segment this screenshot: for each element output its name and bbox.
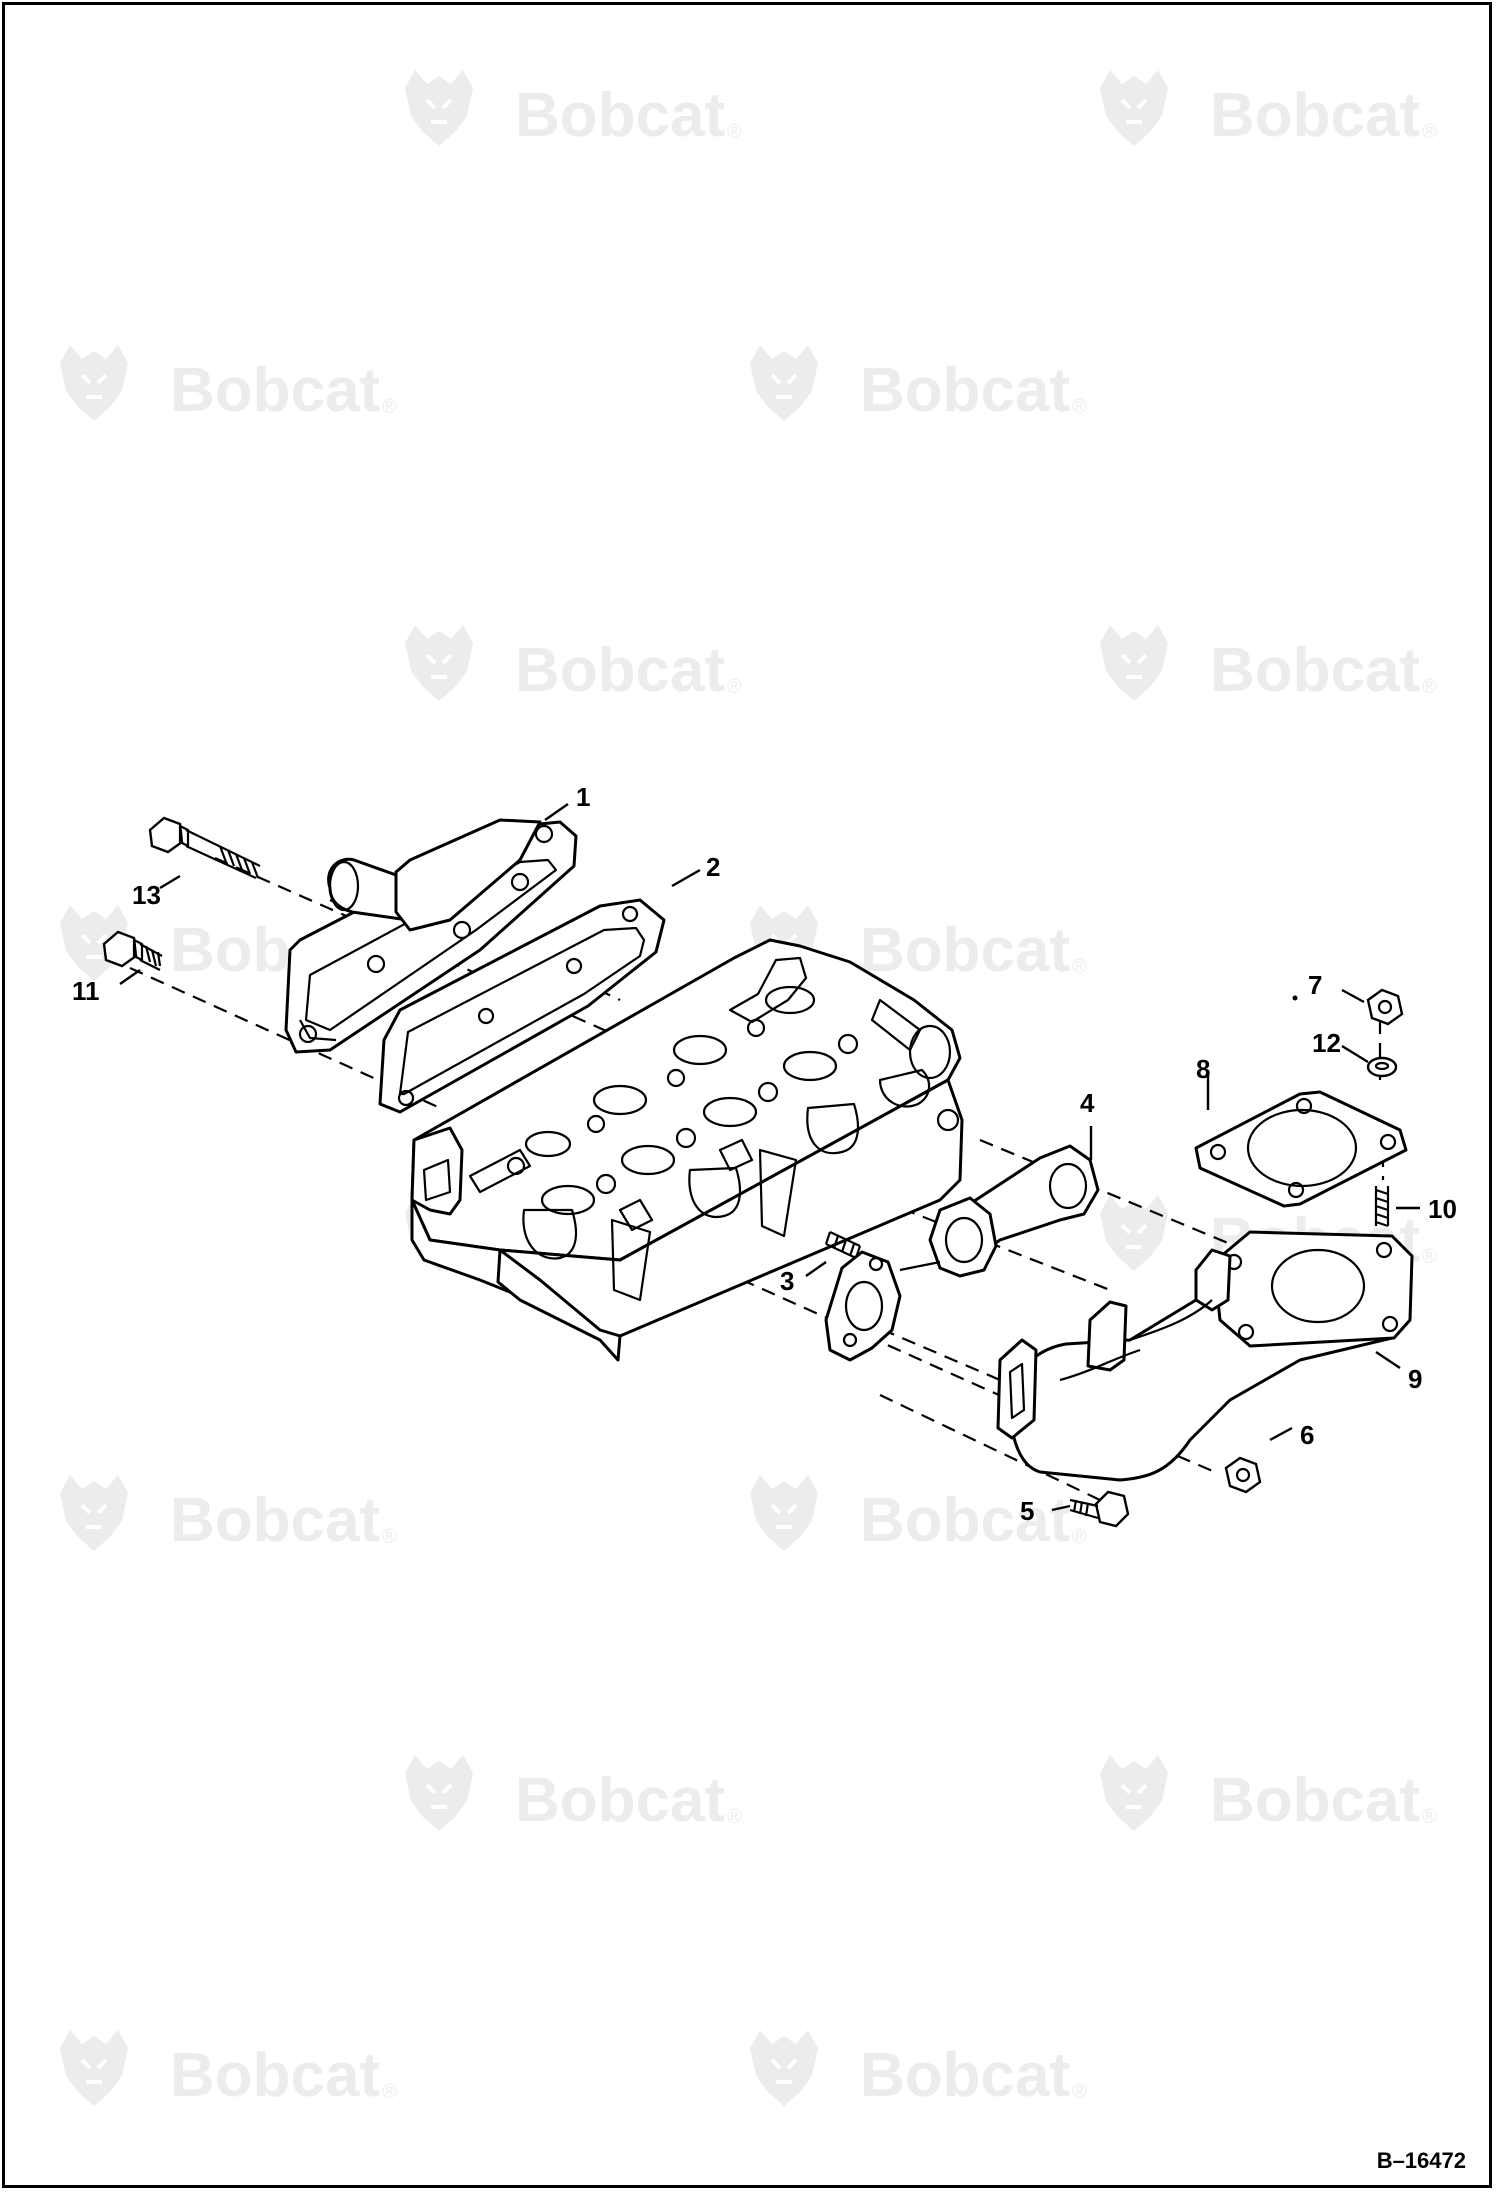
- callout-11: 11: [72, 976, 100, 1006]
- callout-12: 12: [1312, 1028, 1341, 1058]
- watermark-registered-mark: ®: [727, 1806, 742, 1828]
- watermark-registered-mark: ®: [1072, 2081, 1087, 2103]
- bobcat-head-logo-icon: [748, 343, 820, 423]
- watermark-registered-mark: ®: [1422, 121, 1437, 143]
- watermark-registered-mark: ®: [1422, 1806, 1437, 1828]
- callout-leaders: [119, 803, 1420, 1512]
- bobcat-head-logo-icon: [58, 2028, 130, 2108]
- bobcat-watermark: Bobcat®: [58, 1473, 397, 1555]
- watermark-registered-mark: ®: [1072, 396, 1087, 418]
- bobcat-head-logo-icon: [748, 2028, 820, 2108]
- watermark-registered-mark: ®: [727, 676, 742, 698]
- bobcat-watermark: Bobcat®: [748, 2028, 1087, 2110]
- bobcat-watermark: Bobcat®: [1098, 623, 1437, 705]
- watermark-registered-mark: ®: [382, 1526, 397, 1548]
- bobcat-watermark: Bobcat®: [1098, 68, 1437, 150]
- callout-2: 2: [706, 852, 720, 882]
- callout-1: 1: [576, 782, 590, 812]
- intake-manifold-part-1: [284, 818, 578, 1054]
- bobcat-head-logo-icon: [403, 68, 475, 148]
- bobcat-head-logo-icon: [1098, 68, 1170, 148]
- watermark-brand-text: Bobcat: [1210, 636, 1420, 705]
- watermark-brand-text: Bobcat: [170, 356, 380, 425]
- bolt-5-illustration: [1069, 1490, 1130, 1528]
- callout-6: 6: [1300, 1420, 1314, 1450]
- bobcat-head-logo-icon: [403, 623, 475, 703]
- bobcat-watermark: Bobcat®: [403, 623, 742, 705]
- bobcat-watermark: Bobcat®: [748, 343, 1087, 425]
- watermark-registered-mark: ®: [1072, 1526, 1087, 1548]
- watermark-registered-mark: ®: [727, 121, 742, 143]
- bobcat-head-logo-icon: [748, 1473, 820, 1553]
- bobcat-head-logo-icon: [1098, 623, 1170, 703]
- watermark-brand-text: Bobcat: [1210, 1766, 1420, 1835]
- callout-4: 4: [1080, 1088, 1095, 1118]
- watermark-brand-text: Bobcat: [860, 916, 1070, 985]
- watermark-brand-text: Bobcat: [515, 1766, 725, 1835]
- bobcat-watermark: Bobcat®: [403, 68, 742, 150]
- bobcat-head-logo-icon: [1098, 1753, 1170, 1833]
- watermark-registered-mark: ®: [1422, 676, 1437, 698]
- callout-8: 8: [1196, 1054, 1210, 1084]
- bobcat-head-logo-icon: [403, 1753, 475, 1833]
- bobcat-head-logo-icon: [1098, 1193, 1170, 1273]
- bobcat-watermark: Bobcat®: [748, 1473, 1087, 1555]
- watermark-brand-text: Bobcat: [170, 2041, 380, 2110]
- bobcat-watermark: Bobcat®: [403, 1753, 742, 1835]
- watermark-brand-text: Bobcat: [515, 636, 725, 705]
- nut-6-illustration: [1224, 1456, 1262, 1494]
- watermark-brand-text: Bobcat: [515, 81, 725, 150]
- cylinder-head-illustration: [410, 938, 964, 1362]
- stud-3-illustration: [824, 1231, 862, 1259]
- exhaust-gasket-part-4: [824, 1144, 1100, 1362]
- watermark-brand-text: Bobcat: [860, 1486, 1070, 1555]
- watermark-registered-mark: ®: [1422, 1246, 1437, 1268]
- callout-5: 5: [1020, 1496, 1034, 1526]
- bolt-13-illustration: [148, 816, 261, 880]
- bobcat-watermark: Bobcat®: [58, 2028, 397, 2110]
- bobcat-watermark: Bobcat®: [748, 903, 1087, 985]
- bolt-11-illustration: [102, 930, 163, 971]
- bobcat-watermark: Bobcat®: [58, 343, 397, 425]
- callout-3: 3: [780, 1266, 794, 1296]
- watermark-registered-mark: ®: [382, 396, 397, 418]
- flange-gasket-part-8: [1194, 1090, 1408, 1208]
- watermark-brand-text: Bobcat: [860, 2041, 1070, 2110]
- exhaust-manifold-part-9: [996, 1230, 1414, 1482]
- watermark-registered-mark: ®: [1072, 956, 1087, 978]
- callout-9: 9: [1408, 1364, 1422, 1394]
- bobcat-watermark: Bobcat®: [1098, 1753, 1437, 1835]
- stud-10-illustration: [1374, 1186, 1390, 1228]
- intake-gasket-part-2: [378, 898, 666, 1114]
- callout-10: 10: [1428, 1194, 1457, 1224]
- bobcat-head-logo-icon: [58, 343, 130, 423]
- nut-7-illustration: [1292, 988, 1404, 1026]
- lock-washer-12-illustration: [1366, 1056, 1398, 1078]
- callout-13: 13: [132, 880, 161, 910]
- callout-7: 7: [1308, 970, 1322, 1000]
- watermark-registered-mark: ®: [382, 2081, 397, 2103]
- figure-reference: B–16472: [1377, 2148, 1466, 2173]
- watermark-brand-text: Bobcat: [170, 1486, 380, 1555]
- callout-labels: 1 2 3 4 5 6 7 8 9 10 11 12 13: [72, 782, 1457, 1526]
- watermark-brand-text: Bobcat: [1210, 81, 1420, 150]
- bobcat-head-logo-icon: [58, 1473, 130, 1553]
- watermark-brand-text: Bobcat: [860, 356, 1070, 425]
